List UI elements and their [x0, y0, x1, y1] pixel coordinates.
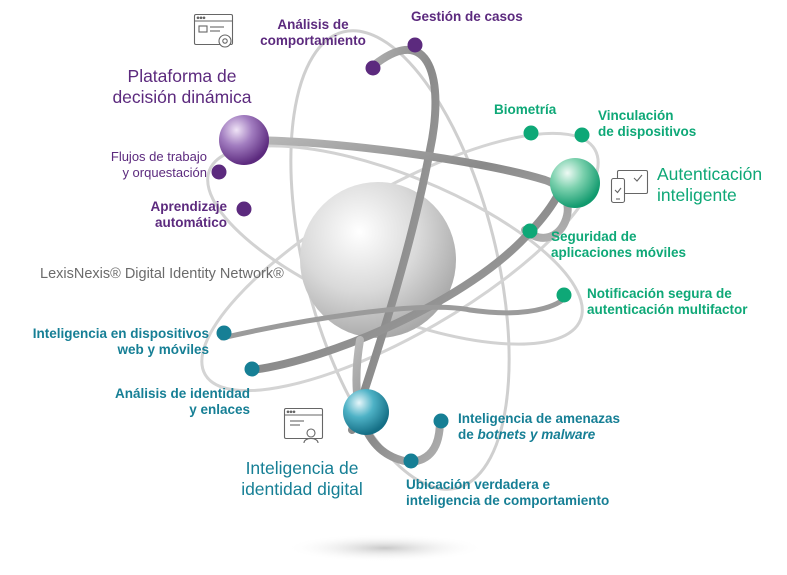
- dot-case-management: [407, 37, 423, 53]
- sphere-decision: [219, 115, 269, 165]
- label-mfa: Notificación segura de autenticación mul…: [587, 286, 748, 318]
- label-biometrics: Biometría: [494, 102, 557, 117]
- orbit-ring-vertical: [352, 336, 444, 467]
- label-machine-learning: Aprendizaje automático: [150, 199, 227, 231]
- orbit-ring-purple: [348, 45, 440, 434]
- label-case-management: Gestión de casos: [411, 9, 523, 24]
- decision-platform-title: Plataforma de decisión dinámica: [112, 66, 252, 108]
- dot-true-location: [403, 453, 419, 469]
- browser-user-icon: [283, 407, 324, 444]
- dot-app-security: [522, 223, 538, 239]
- sphere-identity: [343, 389, 389, 435]
- dot-link-analysis: [244, 361, 260, 377]
- floor-shadow: [285, 534, 485, 562]
- orbit-ring-lower: [219, 294, 568, 341]
- label-behavior-analysis: Análisis de comportamiento: [260, 17, 366, 49]
- dot-machine-learning: [236, 201, 252, 217]
- label-workflows: Flujos de trabajo y orquestación: [110, 149, 207, 180]
- dot-behavior-analysis: [365, 60, 381, 76]
- orbit-ring-green: [241, 136, 572, 242]
- dot-workflows: [211, 164, 227, 180]
- center-sphere: [300, 182, 456, 338]
- label-device-intel: Inteligencia en dispositivos web y móvil…: [32, 326, 209, 358]
- mobile-check-icon: [610, 169, 649, 204]
- dot-threat-intel: [433, 413, 449, 429]
- dot-device-intel: [216, 325, 232, 341]
- dot-biometrics: [523, 125, 539, 141]
- threat-intel-italic: botnets y malware: [477, 427, 596, 443]
- label-link-analysis: Análisis de identidad y enlaces: [114, 386, 250, 418]
- label-device-binding: Vinculación de dispositivos: [598, 108, 697, 140]
- smart-auth-title: Autenticación inteligente: [657, 164, 763, 206]
- label-threat-intel: Inteligencia de amenazas de botnets y ma…: [458, 411, 621, 443]
- hub-label: LexisNexis® Digital Identity Network®: [40, 266, 284, 282]
- label-true-location: Ubicación verdadera e inteligencia de co…: [406, 477, 610, 509]
- label-app-security: Seguridad de aplicaciones móviles: [551, 229, 687, 261]
- dot-mfa: [556, 287, 572, 303]
- browser-gear-icon: [193, 13, 234, 48]
- dot-device-binding: [574, 127, 590, 143]
- sphere-auth: [550, 158, 600, 208]
- digital-identity-title: Inteligencia de identidad digital: [241, 458, 363, 500]
- threat-intel-prefix: de: [458, 427, 478, 443]
